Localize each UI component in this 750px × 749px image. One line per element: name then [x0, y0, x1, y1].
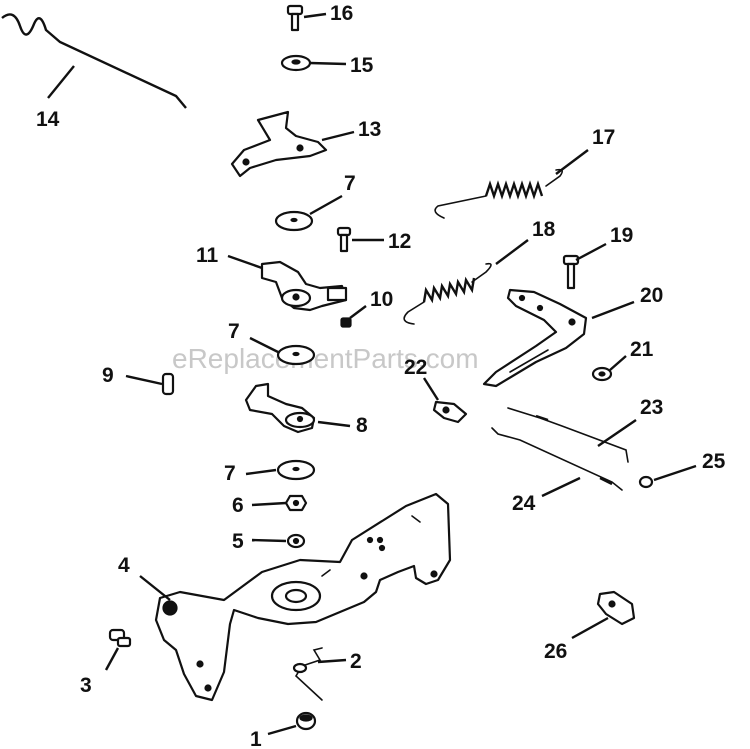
part-9-pin[interactable] — [161, 372, 175, 396]
callout-7-bottom: 7 — [224, 462, 236, 485]
part-11-lever-assembly[interactable] — [260, 260, 348, 312]
callout-14: 14 — [36, 108, 60, 131]
callout-10: 10 — [370, 288, 393, 311]
callout-25: 25 — [702, 450, 726, 473]
part-4-main-bracket[interactable] — [154, 492, 452, 702]
part-15-washer[interactable] — [280, 54, 312, 72]
part-8-lever-plate[interactable] — [244, 382, 316, 434]
callout-24: 24 — [512, 492, 536, 515]
callout-26: 26 — [544, 640, 567, 663]
callout-20: 20 — [640, 284, 663, 307]
part-24-link-rod[interactable] — [491, 427, 623, 491]
part-14-rod[interactable] — [1, 13, 187, 109]
callout-19: 19 — [610, 224, 633, 247]
part-22-clip[interactable] — [432, 400, 468, 424]
callout-7-middle: 7 — [228, 320, 240, 343]
callout-23: 23 — [640, 396, 663, 419]
callout-17: 17 — [592, 126, 615, 149]
part-25-clip[interactable] — [638, 475, 654, 489]
part-7-washer-middle[interactable] — [276, 344, 316, 366]
callout-4: 4 — [118, 554, 130, 577]
callout-3: 3 — [80, 674, 92, 697]
callout-2: 2 — [350, 650, 362, 673]
part-6-nut[interactable] — [284, 494, 308, 512]
part-12-screw[interactable] — [336, 226, 352, 253]
callout-9: 9 — [102, 364, 114, 387]
part-16-bolt[interactable] — [286, 4, 304, 32]
part-21-nut[interactable] — [591, 366, 613, 382]
part-18-spring[interactable] — [403, 262, 492, 325]
callout-5: 5 — [232, 530, 244, 553]
part-7-washer-top[interactable] — [274, 210, 314, 232]
callout-18: 18 — [532, 218, 556, 241]
watermark-text: eReplacementParts.com — [172, 343, 479, 374]
part-10-nut[interactable] — [340, 317, 352, 328]
part-17-spring[interactable] — [434, 168, 564, 219]
callout-16: 16 — [330, 2, 353, 25]
part-5-nut[interactable] — [286, 533, 306, 549]
callout-8: 8 — [356, 414, 368, 437]
part-26-clip[interactable] — [596, 590, 636, 626]
callout-13: 13 — [358, 118, 381, 141]
callout-6: 6 — [232, 494, 244, 517]
part-19-screw[interactable] — [562, 254, 580, 290]
callout-numbers: 16 15 14 13 7 12 11 10 7 9 8 7 6 5 4 3 2… — [36, 2, 726, 749]
callout-15: 15 — [350, 54, 374, 77]
callout-7-top: 7 — [344, 172, 356, 195]
part-20-control-bracket[interactable] — [482, 288, 588, 388]
leader-lines — [47, 12, 697, 736]
part-7-washer-bottom[interactable] — [276, 459, 316, 481]
part-23-link-rod[interactable] — [507, 407, 629, 463]
part-13-lever[interactable] — [230, 110, 328, 178]
part-1-nut[interactable] — [295, 711, 317, 731]
part-3-screw[interactable] — [108, 628, 132, 648]
part-2-spring-clip[interactable] — [292, 647, 323, 701]
callout-1: 1 — [250, 728, 262, 749]
callout-21: 21 — [630, 338, 654, 361]
callout-11: 11 — [196, 244, 219, 267]
callout-12: 12 — [388, 230, 411, 253]
callout-22: 22 — [404, 356, 427, 379]
